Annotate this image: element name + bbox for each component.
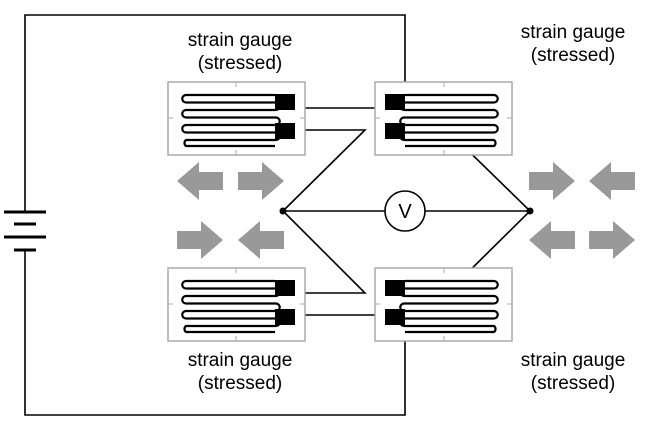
arrow-right-icon (589, 221, 635, 259)
gauge-pad (275, 280, 295, 296)
strain-gauge-top-left (167, 81, 306, 156)
arrow-left-icon (238, 221, 284, 259)
battery-bottom-wire (24, 255, 406, 416)
arrow-left-icon (529, 221, 575, 259)
wire-bottom-left-gauge-a (282, 210, 367, 294)
voltmeter-circle (384, 190, 426, 232)
voltmeter-symbol: V (398, 201, 412, 223)
battery-symbol (4, 205, 46, 255)
label-top-right-line1: strain gauge (521, 22, 626, 43)
arrow-left-icon (177, 162, 223, 200)
label-bottom-right-line1: strain gauge (521, 350, 626, 371)
arrow-right-icon (238, 162, 284, 200)
label-bottom-left-line2: (stressed) (198, 373, 282, 394)
arrow-right-icon (177, 221, 223, 259)
arrow-right-icon (529, 162, 575, 200)
battery-top-wire (24, 14, 406, 205)
arrow-left-icon (589, 162, 635, 200)
label-top-right-line2: (stressed) (531, 45, 615, 66)
gauge-pad (385, 309, 405, 325)
stress-arrows (177, 162, 635, 259)
label-bottom-left-line1: strain gauge (188, 350, 293, 371)
strain-gauge-bottom-right (374, 267, 513, 342)
label-top-left-line1: strain gauge (188, 30, 293, 51)
wire-top-left-gauge-b (282, 129, 367, 212)
gauge-pad (385, 123, 405, 139)
strain-gauge-top-right (374, 81, 513, 156)
strain-gauges (167, 81, 513, 342)
gauge-pad (385, 280, 405, 296)
node-right (526, 207, 534, 215)
voltmeter: V (384, 190, 426, 232)
gauge-pad (385, 94, 405, 110)
label-top-left-line2: (stressed) (198, 53, 282, 74)
gauge-pad (275, 123, 295, 139)
strain-gauge-bottom-left (167, 267, 306, 342)
gauge-pad (275, 94, 295, 110)
gauge-pad (275, 309, 295, 325)
node-left (279, 207, 287, 215)
label-bottom-right-line2: (stressed) (531, 373, 615, 394)
